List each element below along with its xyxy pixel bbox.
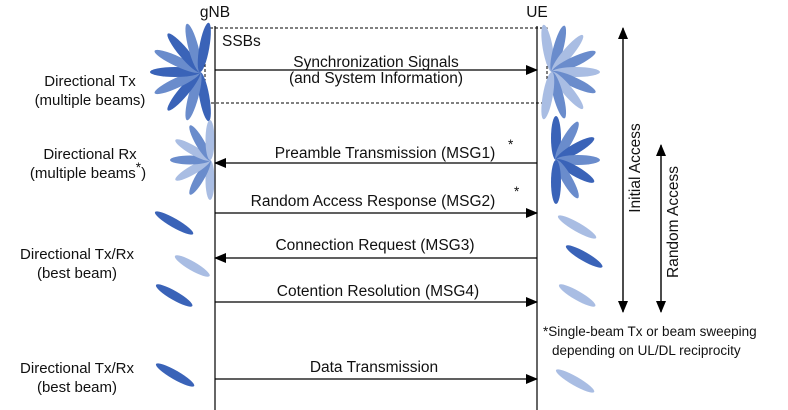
beam-lobe [541,71,555,120]
ue-label: UE [526,4,548,21]
beam-lobe [175,139,211,161]
beam-lobe [551,70,596,94]
beam-lobe [189,125,211,161]
beam-lobe [551,34,584,73]
single-beam-icons [154,211,603,393]
phase-random-access-label: Random Access [665,166,682,278]
phase-random-access: Random Access [656,144,682,313]
message-msg4: Cotention Resolution (MSG4) [215,283,538,307]
message-sync-line2: (and System Information) [289,70,463,87]
message-msg1: Preamble Transmission (MSG1) * [214,137,537,168]
single-beam-lobe [557,215,597,239]
single-beam-lobe [558,284,596,307]
side-label-rx-multi-tail: ) [141,165,146,182]
message-msg2-text: Random Access Response (MSG2) [251,193,496,210]
beam-lobe [550,25,567,73]
message-msg3: Connection Request (MSG3) [214,237,537,263]
beam-lobe [154,49,201,73]
ue-multibeam-tx-icon [541,24,600,120]
gnb-label: gNB [200,4,230,21]
single-beam-lobe [174,255,210,277]
message-msg2: Random Access Response (MSG2) * [215,184,538,218]
single-beam-lobe [555,369,595,393]
side-label-tx-multi-line1: Directional Tx [44,73,136,90]
phase-initial-access: Initial Access [618,27,644,313]
message-data-text: Data Transmission [310,359,438,376]
beam-lobe [205,120,215,160]
beam-lobe [189,159,211,195]
beam-lobe [551,71,584,110]
side-label-txrx-best-1-line1: Directional Tx/Rx [20,246,134,263]
side-label-txrx-best-1-line2: (best beam) [37,265,117,282]
message-msg2-note: * [514,184,520,199]
beam-lobe [555,159,595,183]
beam-lobe [167,71,201,111]
beam-lobe [555,137,595,161]
footnote-line1: *Single-beam Tx or beam sweeping [543,324,757,339]
side-label-rx-multi-sup: * [136,160,142,175]
beam-lobe [185,23,202,73]
side-label-rx-multi-line2-main: (multiple beams [30,165,136,182]
side-label-txrx-best-2-line1: Directional Tx/Rx [20,360,134,377]
gnb-multibeam-rx-icon [170,120,215,200]
beam-lobe [551,50,596,74]
footnote-line2: depending on UL/DL reciprocity [552,343,741,358]
ssb-box [204,27,548,104]
message-sync-line1: Synchronization Signals [293,54,459,71]
side-label-rx-multi-line2: (multiple beams*) [30,160,146,182]
beam-lobe [185,71,202,121]
beam-lobe [154,71,201,95]
message-msg1-text: Preamble Transmission (MSG1) [275,145,496,162]
beam-lobe [175,159,211,181]
message-msg4-text: Cotention Resolution (MSG4) [277,283,479,300]
message-sync: Synchronization Signals (and System Info… [215,54,538,87]
gnb-multibeam-tx-icon [150,22,211,122]
beam-lobe [555,159,579,199]
side-label-rx-multi: Directional Rx (multiple beams*) [30,146,146,182]
beam-lobe [197,22,211,73]
phase-initial-access-label: Initial Access [627,123,644,213]
message-msg3-text: Connection Request (MSG3) [275,237,474,254]
side-label-txrx-best-2: Directional Tx/Rx (best beam) [20,360,134,396]
message-msg1-note: * [508,137,514,152]
single-beam-lobe [155,284,193,307]
side-label-tx-multi-line2: (multiple beams) [35,92,146,109]
beam-lobe [550,71,567,119]
message-data: Data Transmission [215,359,538,384]
beam-lobe [555,121,579,161]
single-beam-lobe [155,363,195,387]
side-label-txrx-best-2-line2: (best beam) [37,379,117,396]
ssb-box-label: SSBs [222,33,261,50]
side-label-tx-multi: Directional Tx (multiple beams) [35,73,146,109]
single-beam-lobe [154,211,194,235]
ue-multibeam-rx-icon [551,116,600,204]
side-label-rx-multi-line1: Directional Rx [43,146,137,163]
beam-lobe [167,33,201,73]
side-label-txrx-best-1: Directional Tx/Rx (best beam) [20,246,134,282]
single-beam-lobe [565,245,603,268]
beam-lobe [551,160,561,204]
